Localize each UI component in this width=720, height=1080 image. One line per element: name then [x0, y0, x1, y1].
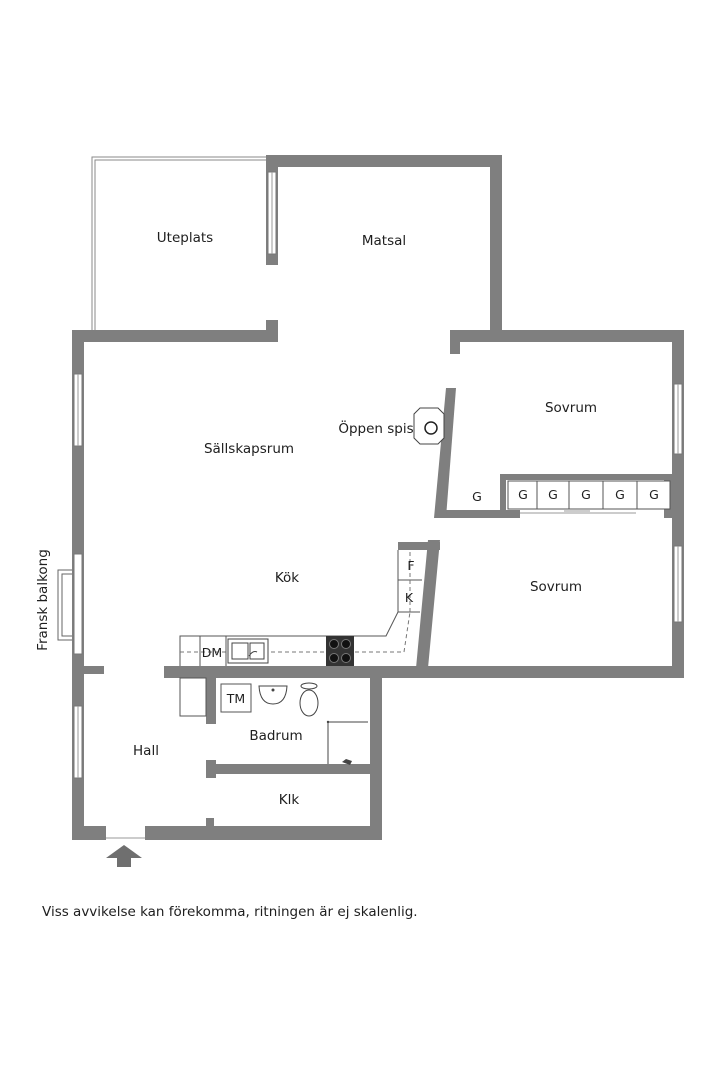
dishwasher-label: DM — [202, 645, 222, 660]
room-label-sovrum-lower: Sovrum — [530, 579, 582, 595]
fridge-label: F — [407, 558, 414, 573]
kitchen-counter — [179, 550, 422, 666]
toilet-icon — [299, 682, 319, 717]
wardrobe-label: G — [472, 489, 482, 504]
washer-label: TM — [226, 691, 245, 706]
freezer-label: K — [405, 590, 414, 605]
windows — [73, 171, 683, 779]
french-balcony — [57, 553, 83, 655]
room-label-uteplats: Uteplats — [157, 230, 213, 246]
disclaimer: Viss avvikelse kan förekomma, ritningen … — [42, 904, 418, 920]
room-label-sovrum-upper: Sovrum — [545, 400, 597, 416]
room-label-badrum: Badrum — [249, 728, 302, 744]
wardrobe-row-label: G — [518, 487, 528, 502]
wardrobes — [507, 480, 671, 514]
room-label-hall: Hall — [133, 743, 159, 759]
room-label-sallskapsrum: Sällskapsrum — [204, 441, 294, 457]
wardrobe-row-label: G — [581, 487, 591, 502]
wardrobe-row-label: G — [649, 487, 659, 502]
entrance — [106, 837, 145, 867]
room-label-klk: Klk — [279, 792, 300, 808]
entrance-arrow-icon — [106, 845, 142, 867]
stove-icon — [326, 636, 354, 666]
room-label-matsal: Matsal — [362, 233, 406, 249]
wardrobe-row-label: G — [548, 487, 558, 502]
room-label-oppen-spis: Öppen spis — [338, 419, 413, 437]
bathroom-fixtures — [220, 682, 368, 765]
shower-icon — [326, 720, 368, 765]
fireplace-wall — [398, 388, 456, 668]
hall-cabinet — [179, 677, 207, 717]
room-label-kok: Kök — [275, 570, 299, 586]
room-label-fransk-balkong: Fransk balkong — [35, 549, 51, 651]
washbasin-icon — [258, 685, 288, 705]
wardrobe-row-label: G — [615, 487, 625, 502]
fireplace-icon — [413, 407, 445, 445]
terrace-outline — [91, 156, 266, 330]
